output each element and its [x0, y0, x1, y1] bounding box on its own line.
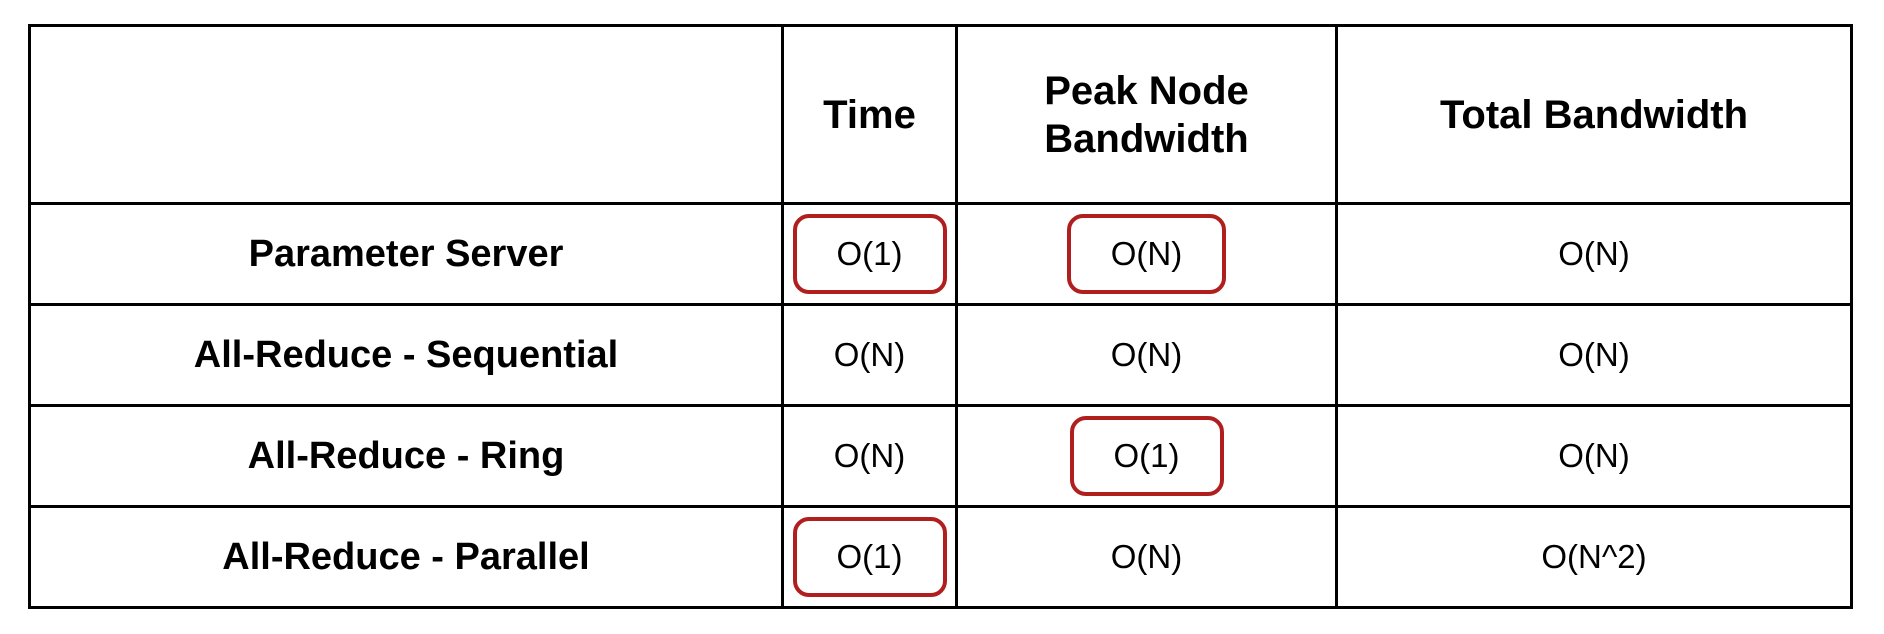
highlighted-value: O(N): [1066, 214, 1227, 294]
highlighted-value: O(1): [792, 214, 947, 294]
cell-peak-node-bandwidth: O(N): [955, 505, 1338, 609]
cell-total-bandwidth: O(N): [1335, 202, 1853, 306]
table-row: All-Reduce - Parallel O(1) O(N) O(N^2): [28, 505, 1853, 609]
cell-total-bandwidth: O(N): [1335, 303, 1853, 407]
row-label-all-reduce-parallel: All-Reduce - Parallel: [28, 505, 784, 609]
row-label-all-reduce-ring: All-Reduce - Ring: [28, 404, 784, 508]
header-total-bandwidth: Total Bandwidth: [1335, 24, 1853, 205]
cell-time: O(1): [781, 202, 958, 306]
comparison-table: Time Peak Node Bandwidth Total Bandwidth…: [28, 24, 1853, 609]
table-row: Parameter Server O(1) O(N) O(N): [28, 202, 1853, 306]
row-label-parameter-server: Parameter Server: [28, 202, 784, 306]
cell-total-bandwidth: O(N^2): [1335, 505, 1853, 609]
cell-peak-node-bandwidth: O(N): [955, 202, 1338, 306]
cell-peak-node-bandwidth: O(1): [955, 404, 1338, 508]
cell-time: O(N): [781, 404, 958, 508]
header-peak-node-bandwidth: Peak Node Bandwidth: [955, 24, 1338, 205]
row-label-all-reduce-sequential: All-Reduce - Sequential: [28, 303, 784, 407]
highlighted-value: O(1): [792, 517, 947, 597]
highlighted-value: O(1): [1069, 416, 1224, 496]
cell-peak-node-bandwidth: O(N): [955, 303, 1338, 407]
cell-total-bandwidth: O(N): [1335, 404, 1853, 508]
comparison-table-container: Time Peak Node Bandwidth Total Bandwidth…: [28, 24, 1853, 609]
table-header-row: Time Peak Node Bandwidth Total Bandwidth: [28, 24, 1853, 205]
cell-time: O(1): [781, 505, 958, 609]
table-row: All-Reduce - Sequential O(N) O(N) O(N): [28, 303, 1853, 407]
header-empty-cell: [28, 24, 784, 205]
cell-time: O(N): [781, 303, 958, 407]
table-row: All-Reduce - Ring O(N) O(1) O(N): [28, 404, 1853, 508]
header-time: Time: [781, 24, 958, 205]
